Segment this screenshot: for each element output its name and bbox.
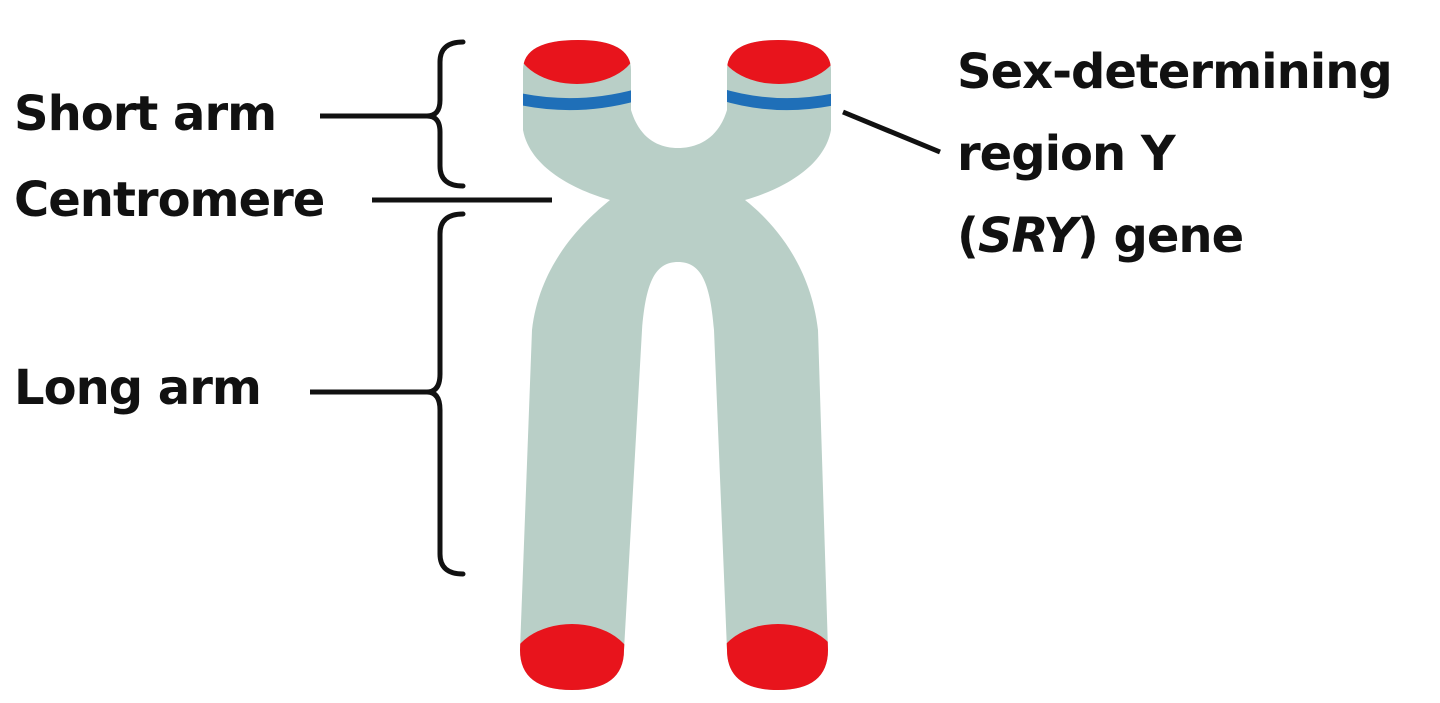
- sry-label-line-2: region Y: [957, 126, 1176, 182]
- sry-gene-label: Sex-determining region Y (SRY) gene: [957, 44, 1393, 294]
- long-arm-label: Long arm: [14, 360, 262, 416]
- chromosome-outline: [520, 40, 831, 690]
- sry-close-gene: ) gene: [1076, 208, 1244, 264]
- short-arm-label: Short arm: [14, 86, 277, 142]
- sry-leader: [842, 109, 941, 155]
- sry-band-right: [720, 88, 831, 111]
- long-arm-bracket: [426, 211, 466, 577]
- chromosome-body: [520, 40, 831, 690]
- sry-label-line-3: (SRY) gene: [957, 212, 1392, 294]
- short-arm-bracket: [426, 39, 466, 189]
- telomere-bottom-right: [716, 624, 831, 690]
- sry-open-paren: (: [957, 208, 979, 264]
- telomere-bottom-left: [520, 624, 634, 690]
- centromere-label: Centromere: [14, 172, 325, 228]
- telomere-top-left: [520, 40, 637, 84]
- sry-abbreviation: SRY: [977, 208, 1078, 264]
- telomere-top-right: [719, 40, 831, 84]
- sry-band-left: [520, 88, 640, 111]
- sry-label-line-1: Sex-determining: [957, 44, 1393, 100]
